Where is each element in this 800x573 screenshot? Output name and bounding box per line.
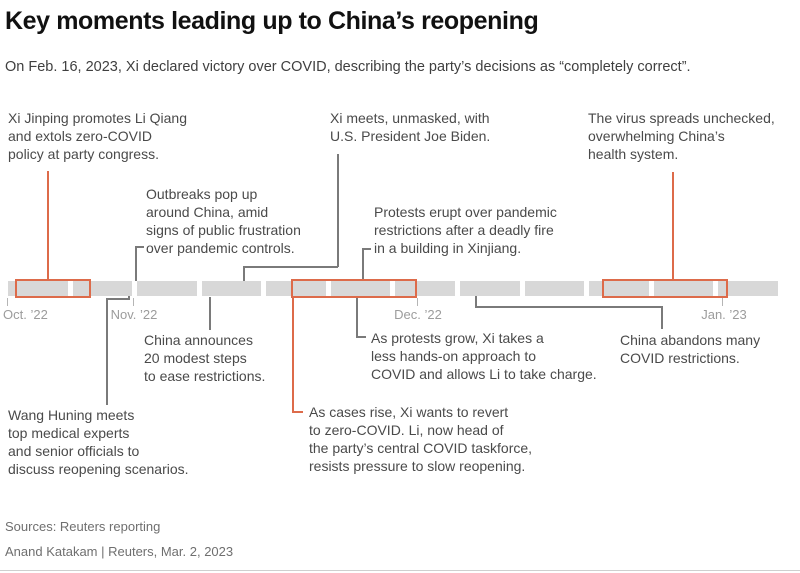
tick-jan [722,298,723,306]
tick-oct [7,298,8,306]
connector-protests-erupt-stub [362,248,371,250]
tick-label-nov: Nov. ’22 [110,307,158,322]
event-wang-huning: Wang Huning meets top medical experts an… [8,407,189,477]
connector-protests-grow-stub [356,336,366,338]
connector-cases-rise-line [292,297,294,413]
connector-biden-drop [337,154,339,267]
timeline-segment [330,281,391,296]
timeline-segment [266,281,326,296]
connector-cases-rise-stub [292,411,303,413]
highlight-range-december [602,279,728,298]
event-outbreaks: Outbreaks pop up around China, amid sign… [146,186,301,256]
connector-outbreaks-line [135,246,137,281]
connector-xi-promotes-line [47,171,49,281]
event-virus-spreads: The virus spreads unchecked, overwhelmin… [588,110,775,162]
connector-wang-across [106,298,130,300]
connector-biden-to-bar [243,266,245,281]
connector-outbreaks-stub [135,246,144,248]
timeline-segment [201,281,262,296]
connector-china-announces-line [209,297,211,330]
event-cases-rise: As cases rise, Xi wants to revert to zer… [309,404,533,474]
highlight-range-october [15,279,91,298]
tick-dec [417,298,418,306]
sources-note: Sources: Reuters reporting [5,519,161,534]
timeline-segment [8,281,68,296]
connector-protests-erupt-line [362,248,364,281]
timeline-segment [653,281,714,296]
connector-china-abandons-down [661,306,663,329]
connector-china-abandons-drop [475,296,477,308]
bottom-divider [0,570,800,571]
connector-china-abandons-across [475,306,663,308]
highlight-range-november [291,279,417,298]
timeline-segment [72,281,133,296]
timeline-segment [524,281,585,296]
page-subtitle: On Feb. 16, 2023, Xi declared victory ov… [5,59,691,75]
timeline-bar [8,281,778,296]
timeline-segment [589,281,649,296]
tick-nov [133,298,134,306]
event-protests-erupt: Protests erupt over pandemic restriction… [374,204,557,256]
connector-protests-grow-line [356,297,358,338]
timeline-segment [460,281,520,296]
connector-wang-drop [106,298,108,405]
tick-label-dec: Dec. ’22 [394,307,442,322]
timeline-segment [718,281,778,296]
timeline-segment [395,281,456,296]
tick-label-jan: Jan. ’23 [701,307,747,322]
event-china-announces: China announces 20 modest steps to ease … [144,332,266,384]
tick-label-oct: Oct. ’22 [3,307,48,322]
event-china-abandons: China abandons many COVID restrictions. [620,332,761,366]
connector-biden-across [243,266,338,268]
event-biden-meeting: Xi meets, unmasked, with U.S. President … [330,110,491,144]
timeline-segment [137,281,197,296]
page-title: Key moments leading up to China’s reopen… [5,7,539,35]
event-xi-promotes: Xi Jinping promotes Li Qiang and extols … [8,110,187,162]
byline: Anand Katakam | Reuters, Mar. 2, 2023 [5,544,234,559]
connector-virus-spreads-line [672,172,674,281]
event-protests-grow: As protests grow, Xi takes a less hands-… [371,330,597,382]
